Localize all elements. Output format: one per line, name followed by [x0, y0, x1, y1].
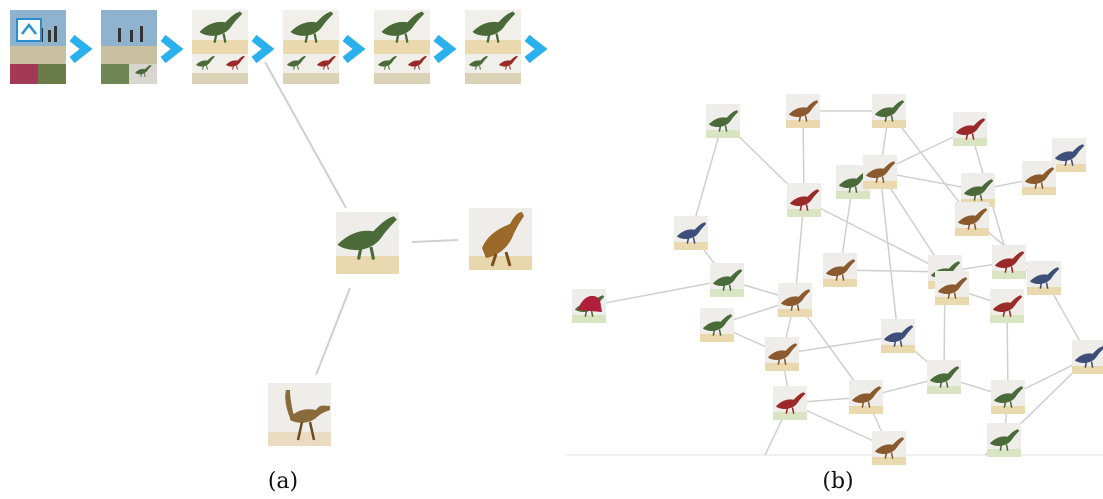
network-node[interactable]	[674, 216, 708, 250]
breadcrumb-thumb-3[interactable]	[192, 10, 248, 84]
panel-a-caption: (a)	[268, 469, 298, 494]
network-node[interactable]	[955, 202, 989, 236]
breadcrumb-thumb-4[interactable]	[283, 10, 339, 84]
breadcrumb-strip	[8, 8, 556, 86]
network-node[interactable]	[773, 386, 807, 420]
network-node[interactable]	[778, 283, 812, 317]
network-edge	[803, 199, 946, 273]
network-node[interactable]	[990, 289, 1024, 323]
network-node[interactable]	[710, 263, 744, 297]
graph-node-center[interactable]	[336, 212, 399, 274]
network-node[interactable]	[765, 337, 799, 371]
network-edge	[781, 335, 899, 355]
network-node[interactable]	[992, 245, 1026, 279]
network-edge	[588, 279, 728, 307]
breadcrumb-thumb-6[interactable]	[465, 10, 521, 84]
breadcrumb-thumb-5[interactable]	[374, 10, 430, 84]
network-node[interactable]	[786, 94, 820, 128]
network-node[interactable]	[1027, 261, 1061, 295]
chevron-right-icon	[524, 34, 548, 64]
network-edge	[839, 269, 946, 273]
network-node[interactable]	[787, 183, 821, 217]
back-button[interactable]	[16, 18, 42, 42]
network-node[interactable]	[1072, 340, 1103, 374]
network-node[interactable]	[700, 308, 734, 342]
network-node[interactable]	[961, 173, 995, 207]
network-node[interactable]	[706, 104, 740, 138]
breadcrumb-thumb-2[interactable]	[101, 10, 157, 84]
network-node[interactable]	[872, 431, 906, 465]
panel-a: (a)	[8, 8, 556, 494]
edge-crumb-to-center	[264, 61, 347, 209]
chevron-up-icon	[21, 22, 37, 35]
network-node[interactable]	[991, 380, 1025, 414]
chevron-right-icon	[342, 34, 366, 64]
chevron-right-icon	[69, 34, 93, 64]
graph-node-right[interactable]	[469, 208, 532, 270]
network-node[interactable]	[823, 253, 857, 287]
network-node[interactable]	[881, 319, 915, 353]
edge-center-to-bottom	[315, 287, 351, 376]
panel-b-nodes	[572, 94, 1103, 465]
panel-b: (b)	[567, 94, 1103, 494]
network-node[interactable]	[953, 112, 987, 146]
network-edge	[879, 171, 899, 337]
network-node[interactable]	[987, 423, 1021, 457]
network-node[interactable]	[849, 380, 883, 414]
network-node[interactable]	[872, 94, 906, 128]
network-node[interactable]	[1052, 138, 1086, 172]
chevron-right-icon	[433, 34, 457, 64]
chevron-right-icon	[160, 34, 184, 64]
graph-node-bottom[interactable]	[268, 383, 331, 446]
network-node[interactable]	[935, 271, 969, 305]
network-edge	[888, 110, 973, 220]
network-node[interactable]	[863, 155, 897, 189]
network-node[interactable]	[927, 360, 961, 394]
network-node-sail	[578, 295, 602, 312]
chevron-right-icon	[251, 34, 275, 64]
panel-b-caption: (b)	[822, 469, 853, 494]
network-node[interactable]	[1022, 161, 1056, 195]
edge-center-to-right	[411, 239, 459, 243]
network-edge	[690, 120, 724, 234]
